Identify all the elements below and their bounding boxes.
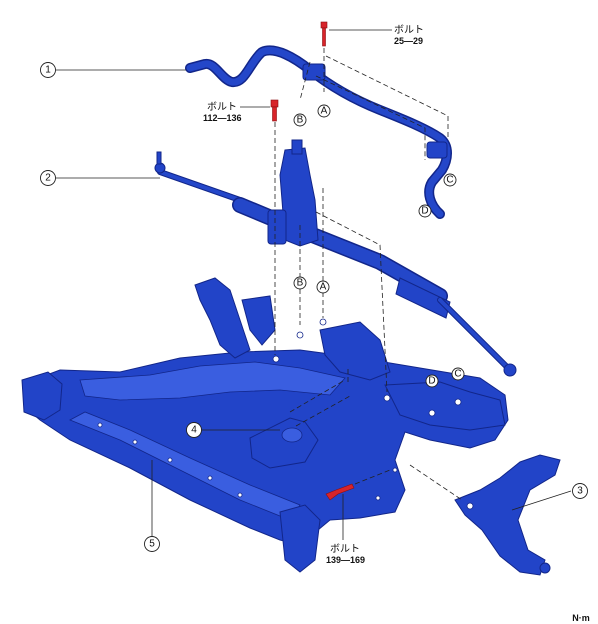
marker-a-upper: A xyxy=(317,104,331,118)
bolt-middle xyxy=(270,99,279,122)
svg-text:B: B xyxy=(297,115,304,126)
svg-text:C: C xyxy=(454,369,461,380)
callout-1: 1 xyxy=(40,62,56,78)
svg-text:4: 4 xyxy=(191,425,197,436)
torque-label-middle: ボルト 112—136 xyxy=(203,101,242,123)
front-crossmember xyxy=(21,277,509,573)
marker-b-lower: B xyxy=(293,276,307,290)
svg-text:A: A xyxy=(320,282,327,293)
svg-text:ボルト: ボルト xyxy=(330,543,360,555)
svg-text:ボルト: ボルト xyxy=(207,101,237,113)
bolt-lower xyxy=(325,483,355,501)
svg-text:139—169: 139—169 xyxy=(326,555,365,565)
leader-lines xyxy=(56,29,572,544)
svg-text:ボルト: ボルト xyxy=(394,24,424,36)
unit-label: N·m xyxy=(572,613,590,623)
callout-3: 3 xyxy=(572,483,588,499)
marker-b-upper: B xyxy=(293,113,307,127)
callout-4: 4 xyxy=(186,422,202,438)
marker-a-lower: A xyxy=(316,280,330,294)
assembly-lines xyxy=(274,48,463,501)
svg-text:1: 1 xyxy=(45,65,51,76)
svg-text:B: B xyxy=(297,278,304,289)
svg-text:25—29: 25—29 xyxy=(394,36,423,46)
torque-label-lower: ボルト 139—169 xyxy=(326,543,365,565)
callout-5: 5 xyxy=(144,536,160,552)
svg-text:A: A xyxy=(321,106,328,117)
steering-gear xyxy=(154,139,517,377)
svg-text:5: 5 xyxy=(149,539,155,550)
svg-text:2: 2 xyxy=(45,173,51,184)
marker-c-lower: C xyxy=(451,367,465,381)
svg-text:D: D xyxy=(421,206,428,217)
svg-text:3: 3 xyxy=(577,486,583,497)
torque-label-top: ボルト 25—29 xyxy=(394,24,424,46)
marker-d-upper: D xyxy=(418,204,432,218)
marker-c-upper: C xyxy=(443,173,457,187)
callout-2: 2 xyxy=(40,170,56,186)
lower-arm xyxy=(454,454,561,576)
marker-d-lower: D xyxy=(425,374,439,388)
stabilizer-bar xyxy=(185,45,452,219)
svg-text:D: D xyxy=(428,376,435,387)
svg-text:C: C xyxy=(446,175,453,186)
bolt-top xyxy=(320,21,328,47)
svg-text:112—136: 112—136 xyxy=(203,113,242,123)
rubber-mount xyxy=(249,417,319,469)
